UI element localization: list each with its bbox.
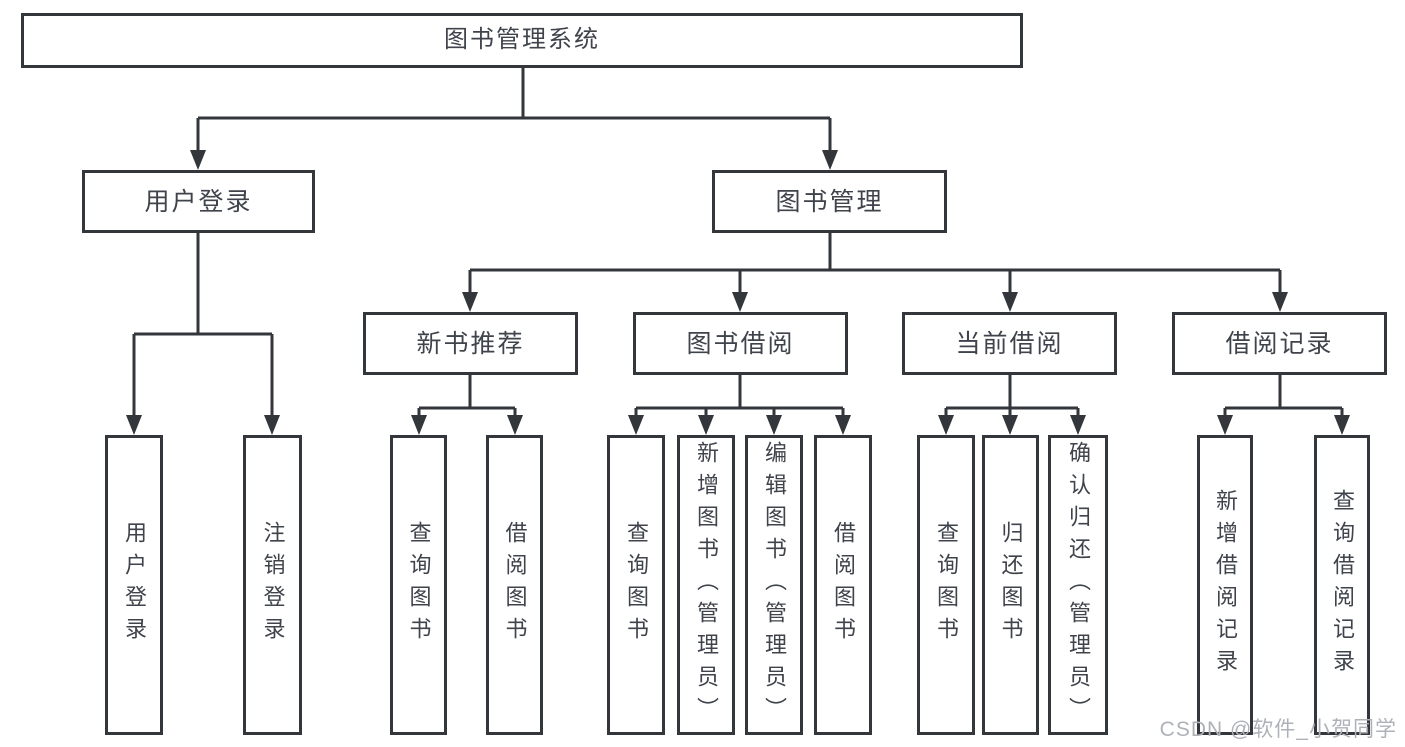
node-book-borrow: 图书借阅: [633, 312, 848, 375]
node-borrow-records: 借阅记录: [1172, 312, 1387, 375]
node-new-book-recommend: 新书推荐: [363, 312, 578, 375]
node-root-system: 图书管理系统: [21, 13, 1023, 68]
leaf-logout: 注销登录: [243, 435, 302, 735]
node-user-login: 用户登录: [82, 170, 315, 233]
leaf-br-query-borrow-record: 查询借阅记录: [1314, 435, 1370, 735]
leaf-cb-confirm-return-admin: 确认归还（管理员）: [1048, 435, 1108, 735]
leaf-br-add-borrow-record: 新增借阅记录: [1197, 435, 1253, 735]
leaf-bb-query-books: 查询图书: [607, 435, 665, 735]
node-current-borrow: 当前借阅: [902, 312, 1117, 375]
leaf-bb-borrow-books: 借阅图书: [814, 435, 872, 735]
leaf-user-login: 用户登录: [105, 435, 163, 735]
leaf-nb-query-books: 查询图书: [390, 435, 447, 735]
leaf-bb-add-books-admin: 新增图书（管理员）: [677, 435, 735, 735]
csdn-watermark: CSDN @软件_小贺同学: [1159, 718, 1397, 741]
leaf-bb-edit-books-admin: 编辑图书（管理员）: [745, 435, 803, 735]
leaf-nb-borrow-books: 借阅图书: [486, 435, 543, 735]
leaf-cb-query-books: 查询图书: [917, 435, 975, 735]
node-book-management: 图书管理: [712, 170, 947, 233]
leaf-cb-return-books: 归还图书: [982, 435, 1039, 735]
